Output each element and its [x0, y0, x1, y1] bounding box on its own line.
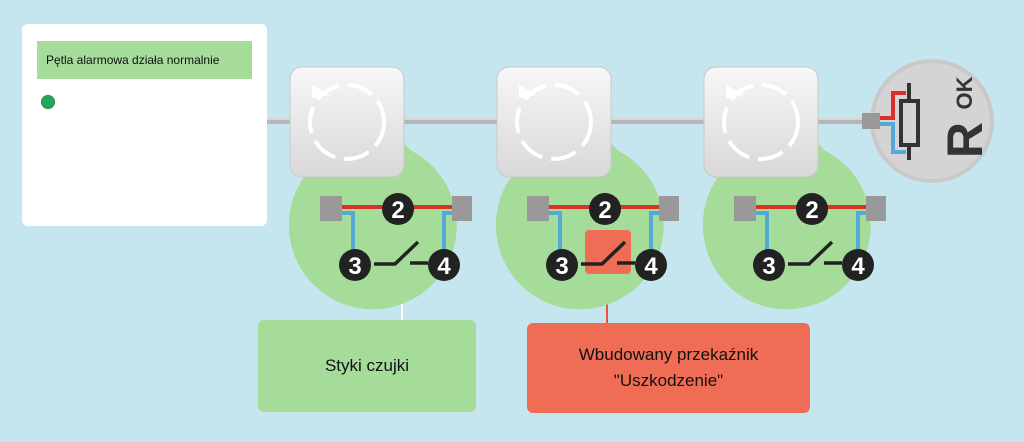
- negative-wire: [756, 211, 769, 250]
- detector-contacts-callout: Styki czujki: [258, 320, 476, 412]
- fault-relay-label-line2: "Uszkodzenie": [613, 371, 724, 390]
- contact-number-2: 2: [598, 197, 611, 224]
- fault-relay-callout: Wbudowany przekaźnik "Uszkodzenie": [527, 323, 810, 413]
- negative-wire: [549, 211, 562, 250]
- contact-number-3: 3: [555, 253, 568, 280]
- terminal-block: [527, 196, 549, 221]
- status-led-icon: [41, 95, 55, 109]
- contact-bubble: [702, 134, 871, 310]
- detector-2: [495, 66, 679, 310]
- contact-number-4: 4: [437, 253, 451, 280]
- detector-1: [288, 66, 472, 310]
- fault-relay-label-line1: Wbudowany przekaźnik: [578, 345, 759, 364]
- contact-number-3: 3: [762, 253, 775, 280]
- terminal-block: [452, 196, 472, 221]
- eol-label-r: R: [937, 122, 993, 158]
- eol-label-ok: OK: [952, 76, 977, 109]
- negative-wire: [442, 211, 452, 250]
- contact-number-3: 3: [348, 253, 361, 280]
- contact-number-4: 4: [644, 253, 658, 280]
- terminal-block: [734, 196, 756, 221]
- terminal-block: [320, 196, 342, 221]
- end-of-line-resistor: R OK: [862, 59, 994, 183]
- loop-status-banner: Pętla alarmowa działa normalnie: [37, 41, 252, 79]
- fault-relay-highlight: [585, 230, 631, 274]
- contact-number-2: 2: [805, 197, 818, 224]
- contact-bubble: [288, 134, 457, 310]
- detector-3: [702, 66, 886, 310]
- negative-wire: [342, 211, 355, 250]
- detector-contacts-label: Styki czujki: [324, 356, 410, 375]
- negative-wire: [880, 122, 906, 154]
- contact-switch: [374, 240, 428, 266]
- negative-wire: [856, 211, 866, 250]
- control-panel: Pętla alarmowa działa normalnie: [22, 24, 267, 226]
- negative-wire: [649, 211, 659, 250]
- terminal-block: [866, 196, 886, 221]
- terminal-block: [659, 196, 679, 221]
- contact-switch: [581, 240, 635, 266]
- contact-badges: 2 3 4 2 3 4 2 3 4: [339, 193, 874, 281]
- contact-number-4: 4: [851, 253, 865, 280]
- contact-number-2: 2: [391, 197, 404, 224]
- positive-wire: [880, 91, 906, 120]
- contact-switch: [788, 240, 842, 266]
